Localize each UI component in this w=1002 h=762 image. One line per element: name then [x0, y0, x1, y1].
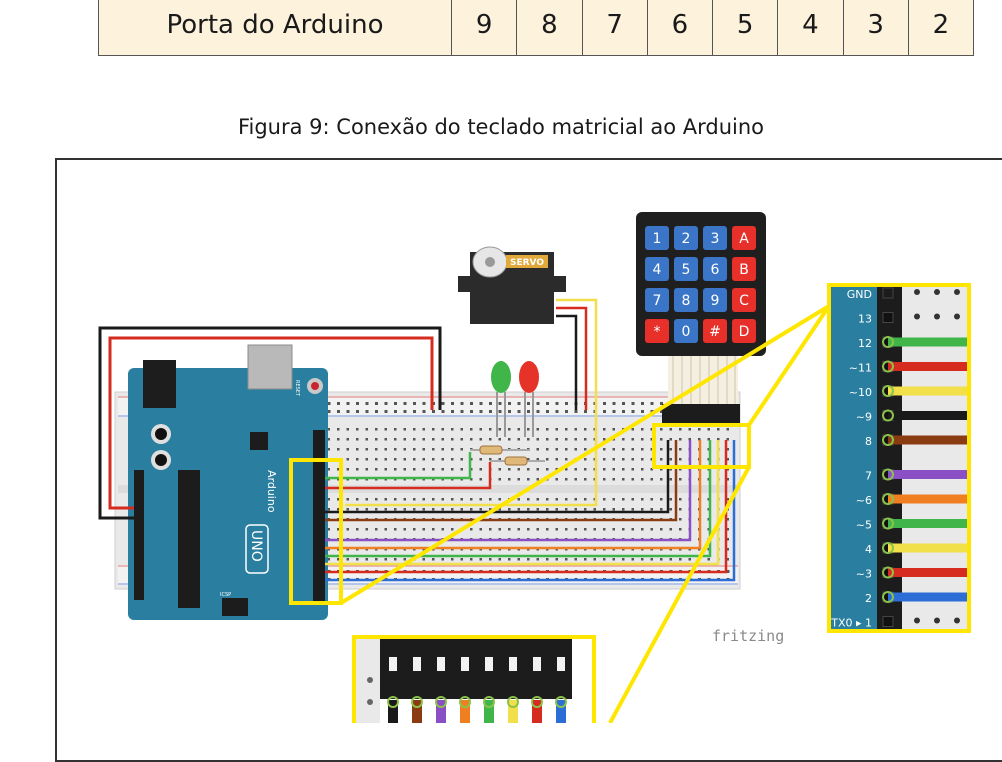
keypad-key [674, 319, 698, 343]
connector-pin [533, 657, 541, 671]
circuit-diagram: Arduino UNO RESET ICSP SERVO [98, 212, 971, 723]
arduino-brand: Arduino [265, 470, 278, 513]
keypad-key [732, 288, 756, 312]
pin-label: ~10 [849, 386, 872, 399]
connector-pin [413, 657, 421, 671]
pin-label: ~11 [849, 362, 872, 375]
arduino-model: UNO [248, 530, 264, 562]
zoom-wire [508, 700, 518, 723]
reset-button [311, 382, 319, 390]
pin-label: ~3 [856, 568, 872, 581]
keypad-key-label: B [739, 262, 749, 278]
keypad-key [732, 319, 756, 343]
connector-pin [389, 657, 397, 671]
keypad-key-label: C [739, 293, 749, 309]
fritzing-watermark: fritzing [712, 627, 784, 645]
pin-socket [882, 616, 894, 627]
pin-socket [882, 312, 894, 323]
keypad-key [703, 319, 727, 343]
figure-caption: Figura 9: Conexão do teclado matricial a… [237, 115, 765, 139]
keypad-key-label: 9 [711, 293, 720, 309]
pin-label: ~9 [856, 411, 872, 424]
pin-table: Porta do Arduino 9 8 7 6 5 4 3 2 [98, 0, 975, 56]
pin-cell: 3 [842, 0, 909, 56]
zoom-wire [556, 700, 566, 723]
pin-label: ~6 [856, 494, 872, 507]
power-wires [98, 326, 442, 520]
resistors [470, 445, 545, 466]
pin-label: 13 [858, 313, 872, 326]
reset-label: RESET [294, 380, 300, 397]
arduino-board: Arduino UNO RESET ICSP [128, 344, 328, 620]
leds [491, 361, 539, 437]
pin-label: 4 [865, 543, 872, 556]
table-row: Porta do Arduino 9 8 7 6 5 4 3 2 [98, 0, 975, 56]
keypad-key [645, 288, 669, 312]
pin-label: 8 [865, 435, 872, 448]
connector-pin [509, 657, 517, 671]
pin-cell: 8 [516, 0, 583, 56]
keypad-key-label: # [709, 324, 721, 340]
keypad-key [674, 226, 698, 250]
keypad: 1 2 3 A 4 5 6 B 7 8 9 C * 0 # D [636, 212, 766, 426]
table-header: Porta do Arduino [98, 0, 452, 56]
connector-pin [485, 657, 493, 671]
highlight-boxes [289, 283, 971, 723]
connector-pin [461, 657, 469, 671]
keypad-key-label: 7 [653, 293, 662, 309]
keypad-key [645, 226, 669, 250]
keypad-key-label: 3 [711, 231, 720, 247]
connector-pin [557, 657, 565, 671]
zoom-wire [460, 700, 470, 723]
keypad-key [674, 288, 698, 312]
pin-cell: 2 [907, 0, 975, 56]
keypad-key [703, 257, 727, 281]
keypad-key [645, 257, 669, 281]
pin-label: GND [847, 288, 872, 301]
keypad-key [645, 319, 669, 343]
keypad-key [674, 257, 698, 281]
keypad-key-label: * [654, 324, 661, 340]
zoom-wire [388, 700, 398, 723]
pin-socket [882, 287, 894, 299]
pin-label: 7 [865, 470, 872, 483]
pin-cell: 4 [777, 0, 844, 56]
connector-pin [437, 657, 445, 671]
servo-motor: SERVO [345, 246, 598, 507]
zoom-wire [412, 700, 422, 723]
keypad-key-label: 4 [653, 262, 662, 278]
pin-label: 2 [865, 592, 872, 605]
servo-label: SERVO [510, 258, 544, 268]
keypad-key-label: A [739, 231, 749, 247]
zoom-wire [532, 700, 542, 723]
pin-cell: 5 [711, 0, 779, 56]
keypad-key-label: 6 [711, 262, 720, 278]
keypad-key [732, 226, 756, 250]
keypad-key [703, 288, 727, 312]
keypad-key [703, 226, 727, 250]
keypad-key-label: 8 [682, 293, 691, 309]
keypad-key [732, 257, 756, 281]
pin-label: ~5 [856, 519, 872, 532]
keypad-key-label: 1 [653, 231, 662, 247]
zoom-wire [484, 700, 494, 723]
zoom-wire [436, 700, 446, 723]
keypad-key-label: 5 [682, 262, 691, 278]
pin-label: TX0 ▸ 1 [830, 617, 872, 630]
pin-cell: 6 [646, 0, 714, 56]
pin-cell: 9 [450, 0, 518, 56]
icsp-label: ICSP [220, 592, 231, 598]
zoom-keypad-connector [356, 639, 592, 723]
keypad-key-label: D [739, 324, 750, 340]
pin-label: 12 [858, 337, 872, 350]
keypad-key-label: 0 [682, 324, 691, 340]
keypad-key-label: 2 [682, 231, 691, 247]
